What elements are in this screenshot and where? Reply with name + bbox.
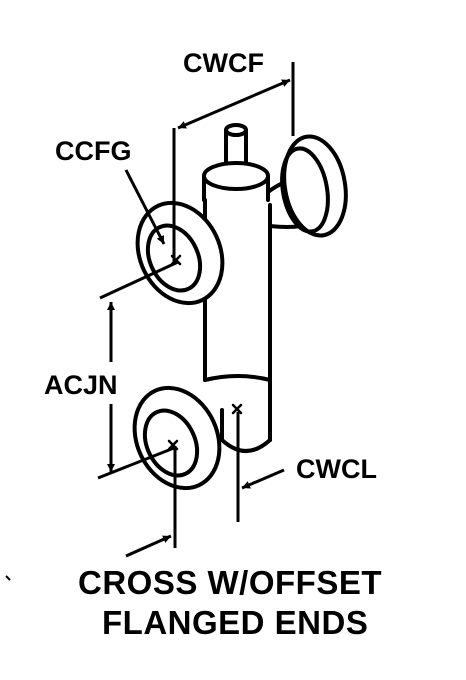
ccfg-leader	[124, 169, 166, 245]
flange-upper-right	[280, 134, 348, 238]
cwcl-arrow	[241, 468, 285, 490]
flange-lower-left	[132, 385, 222, 491]
acjn-extension-top	[99, 260, 179, 300]
top-collar	[202, 161, 270, 202]
caption-line-2: FLANGED ENDS	[102, 604, 368, 641]
acjn-extension-bottom	[97, 446, 175, 480]
label-acjn: ACJN	[44, 370, 118, 400]
label-cwcf: CWCF	[183, 48, 264, 78]
cwcf-dimension-arrow	[177, 78, 291, 130]
bottom-arrow	[125, 534, 172, 558]
flange-upper-left	[135, 200, 225, 306]
label-cwcl: CWCL	[296, 454, 377, 484]
center-mark-body	[231, 403, 243, 415]
caption-line-1: CROSS W/OFFSET	[78, 564, 382, 601]
margin-tick	[5, 575, 11, 581]
label-ccfg: CCFG	[55, 136, 132, 166]
